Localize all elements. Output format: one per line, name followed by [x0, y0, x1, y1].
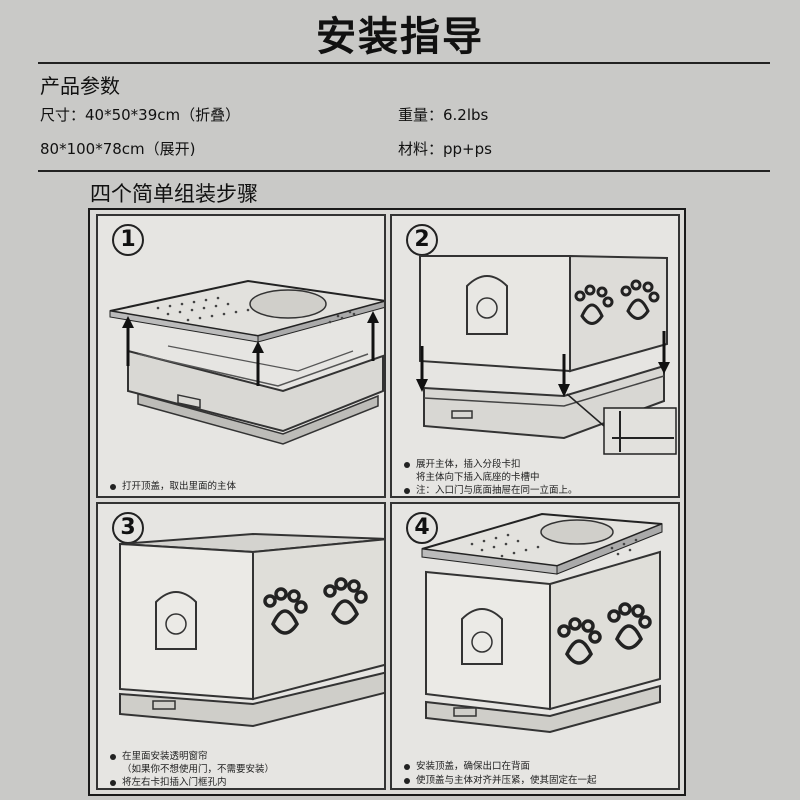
step-panel-1: 1 [96, 214, 386, 498]
step-2-note-text-1: 展开主体，插入分段卡扣 [416, 459, 521, 470]
params-heading: 产品参数 [40, 74, 120, 98]
spec-material: 材料：pp+ps [398, 140, 492, 158]
bullet-icon [404, 777, 410, 784]
bullet-icon [404, 487, 410, 494]
step-4-note-2: 使顶盖与主体对齐并压紧，使其固定在一起 [404, 772, 597, 786]
steps-heading: 四个简单组装步骤 [90, 182, 258, 206]
spec-size-unfolded: 80*100*78cm（展开) [40, 140, 196, 158]
step-3-note-text-1: 在里面安装透明窗帘 [122, 751, 208, 762]
bullet-icon [404, 763, 410, 770]
divider-params [38, 170, 770, 172]
step-1-note-text: 打开顶盖，取出里面的主体 [122, 481, 237, 492]
step-number-1: 1 [112, 224, 144, 256]
step-2-note-text-3: 注：入口门与底面抽屉在同一立面上。 [416, 485, 578, 496]
step-1-note: 打开顶盖，取出里面的主体 [110, 478, 236, 492]
bullet-icon [110, 753, 116, 760]
step-2-note-3: 注：入口门与底面抽屉在同一立面上。 [404, 482, 578, 496]
step-4-illustration [421, 512, 663, 734]
step-panel-3: 3 在里面安装透明窗帘 （如果你不想使用门，不需要安装） 将左右卡扣插入门 [96, 502, 386, 790]
spec-weight: 重量：6.2lbs [398, 106, 489, 124]
step-4-note-text-1: 安装顶盖，确保出口在背面 [416, 761, 531, 772]
step-3-illustration [119, 532, 384, 728]
step-number-4: 4 [406, 512, 438, 544]
divider-top [38, 62, 770, 64]
step-2-illustration [416, 254, 677, 455]
step-3-note-text-2: （如果你不想使用门，不需要安装） [122, 764, 275, 775]
step-3-note-text-3: 将左右卡扣插入门框孔内 [122, 777, 227, 788]
step-2-note-text-2: 将主体向下插入底座的卡槽中 [416, 472, 540, 483]
step-1-illustration [109, 279, 384, 445]
bullet-icon [110, 779, 116, 786]
step-2-note-1: 展开主体，插入分段卡扣 [404, 456, 521, 470]
page-title: 安装指导 [316, 14, 484, 60]
spec-size-folded: 尺寸：40*50*39cm（折叠） [40, 106, 241, 124]
steps-frame: 1 [88, 208, 686, 796]
bullet-icon [404, 461, 410, 468]
step-3-note-3: 将左右卡扣插入门框孔内 [110, 774, 227, 788]
bullet-icon [110, 483, 116, 490]
step-3-note-2: （如果你不想使用门，不需要安装） [110, 761, 274, 775]
step-4-note-1: 安装顶盖，确保出口在背面 [404, 758, 530, 772]
step-4-note-text-2: 使顶盖与主体对齐并压紧，使其固定在一起 [416, 775, 597, 786]
step-2-note-2: 将主体向下插入底座的卡槽中 [404, 469, 540, 483]
step-3-note-1: 在里面安装透明窗帘 [110, 748, 208, 762]
step-panel-4: 4 [390, 502, 680, 790]
step-panel-2: 2 [390, 214, 680, 498]
